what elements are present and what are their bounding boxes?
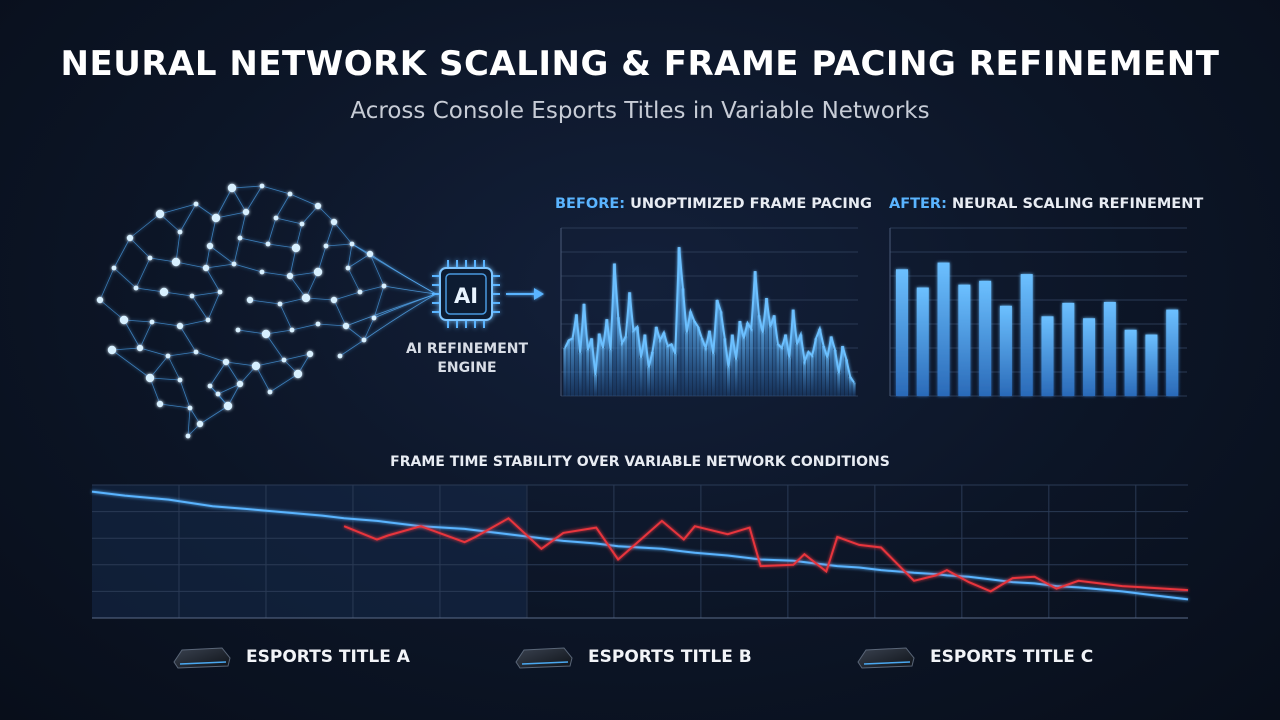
refined-bar xyxy=(1145,334,1158,396)
legend-item-title-b: ESPORTS TITLE B xyxy=(514,644,752,670)
arrow-right-icon xyxy=(506,288,544,300)
frame-pacing-line xyxy=(564,247,855,384)
before-title-rest: UNOPTIMIZED FRAME PACING xyxy=(630,196,872,212)
series-line-unoptimized xyxy=(343,517,1189,593)
after-title-rest: NEURAL SCALING REFINEMENT xyxy=(951,196,1204,212)
page-subtitle: Across Console Esports Titles in Variabl… xyxy=(350,98,930,124)
frame-pacing-area xyxy=(565,247,854,396)
legend-item-title-a: ESPORTS TITLE A xyxy=(172,644,410,670)
refined-bar xyxy=(1103,301,1116,396)
refined-bar xyxy=(999,305,1012,396)
engine-label-line1: AI REFINEMENT xyxy=(405,341,529,357)
series-line-optimized xyxy=(91,490,1189,601)
refined-bar xyxy=(979,280,992,396)
refined-bar xyxy=(1124,329,1137,396)
page-title: NEURAL NETWORK SCALING & FRAME PACING RE… xyxy=(60,44,1220,84)
refined-bar xyxy=(916,287,929,396)
before-chart xyxy=(560,227,858,397)
after-chart xyxy=(889,227,1187,397)
legend-label: ESPORTS TITLE C xyxy=(930,647,1094,667)
legend-label: ESPORTS TITLE B xyxy=(588,647,752,667)
line-chart-title: FRAME TIME STABILITY OVER VARIABLE NETWO… xyxy=(390,454,890,470)
before-title-prefix: BEFORE: xyxy=(555,196,626,212)
refined-bar xyxy=(1062,302,1075,396)
before-chart-title: BEFORE: UNOPTIMIZED FRAME PACING xyxy=(555,196,872,212)
engine-label: AI REFINEMENT ENGINE xyxy=(392,340,542,378)
after-title-prefix: AFTER: xyxy=(889,196,947,212)
legend-item-title-c: ESPORTS TITLE C xyxy=(856,644,1093,670)
engine-label-line2: ENGINE xyxy=(437,360,497,376)
refined-bar xyxy=(937,262,950,396)
ai-chip-label: AI xyxy=(454,284,478,308)
after-chart-title: AFTER: NEURAL SCALING REFINEMENT xyxy=(889,196,1203,212)
stability-line-chart xyxy=(91,484,1189,619)
refined-bar xyxy=(896,269,908,396)
console-icon xyxy=(857,647,915,669)
console-icon xyxy=(515,647,573,669)
ai-chip-icon: AI xyxy=(432,260,500,328)
refined-bar xyxy=(1083,318,1096,396)
refined-bar xyxy=(1166,309,1179,396)
legend-label: ESPORTS TITLE A xyxy=(246,647,410,667)
console-icon xyxy=(173,647,231,669)
neural-network-brain-icon xyxy=(96,183,437,439)
refined-bar xyxy=(1041,316,1054,396)
refined-bar xyxy=(1020,274,1033,396)
refined-bar xyxy=(958,284,971,396)
